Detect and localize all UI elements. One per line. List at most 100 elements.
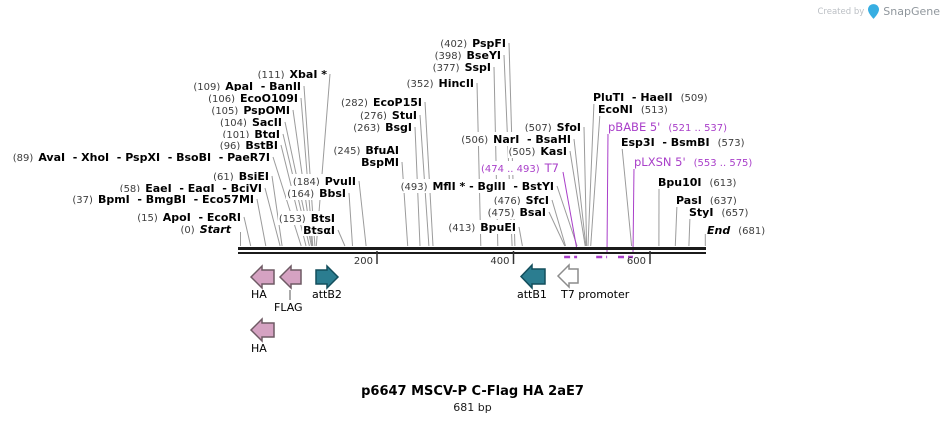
watermark: Created by SnapGene <box>817 4 940 19</box>
enzyme-label-bsgi[interactable]: (263)BsgI <box>352 120 413 134</box>
primer-label-plxsn-5[interactable]: pLXSN 5'(553 .. 575) <box>633 155 754 169</box>
feature-arrow-ha[interactable] <box>249 317 275 343</box>
leader-line-bspmi <box>401 161 409 247</box>
site-name: ApoI - EcoRI <box>162 211 241 224</box>
enzyme-label-econi[interactable]: EcoNI(513) <box>597 102 669 116</box>
site-position: (105) <box>211 106 239 117</box>
enzyme-label-apai-banii[interactable]: (109)ApaI - BanII <box>192 79 302 93</box>
marker-label-start[interactable]: (0)Start <box>179 222 232 236</box>
leader-line-t7 <box>562 171 578 251</box>
marker-label-end[interactable]: End(681) <box>706 223 767 237</box>
site-name: StuI <box>391 109 417 122</box>
feature-label-attb2[interactable]: attB2 <box>312 288 342 301</box>
enzyme-label-eaei-eagi-bcivi[interactable]: (58)EaeI - EagI - BciVI <box>118 181 263 195</box>
feature-arrow-attb1[interactable] <box>519 263 546 290</box>
enzyme-label-bsai[interactable]: (475)BsaI <box>486 205 547 219</box>
enzyme-label-pluti-haeii[interactable]: PluTI - HaeII(509) <box>592 90 709 104</box>
site-name: EcoNI <box>598 103 633 116</box>
feature-label-ha[interactable]: HA <box>251 342 267 355</box>
site-position: (15) <box>137 213 158 224</box>
site-name: SfcI <box>525 194 549 207</box>
enzyme-label-xbai[interactable]: (111)XbaI * <box>256 67 328 81</box>
plasmid-name: p6647 MSCV-P C-Flag HA 2aE7 <box>361 384 584 399</box>
site-name: BsaI <box>519 206 546 219</box>
feature-arrow-ha[interactable] <box>249 264 275 290</box>
site-name: XbaI * <box>289 68 327 81</box>
leader-line-bts-i <box>337 229 346 247</box>
site-position: (263) <box>353 123 381 134</box>
feature-label-flag[interactable]: FLAG <box>274 301 303 314</box>
primer-label-t7[interactable]: (474 .. 493)T7 <box>479 161 560 175</box>
site-name: pLXSN 5' <box>634 155 686 169</box>
site-position: (101) <box>222 130 250 141</box>
leader-line-styi <box>688 215 691 247</box>
feature-label-ha[interactable]: HA <box>251 288 267 301</box>
site-position: (506) <box>461 135 489 146</box>
enzyme-label-bts-i[interactable]: BtsαI <box>302 223 336 236</box>
site-name: pBABE 5' <box>608 120 661 134</box>
plasmid-title-block: p6647 MSCV-P C-Flag HA 2aE7 681 bp <box>0 384 945 414</box>
enzyme-label-kasi[interactable]: (505)KasI <box>507 144 568 158</box>
primer-label-pbabe-5[interactable]: pBABE 5'(521 .. 537) <box>607 120 729 134</box>
enzyme-label-pvuii[interactable]: (184)PvuII <box>291 174 357 188</box>
site-position: (245) <box>333 146 361 157</box>
enzyme-label-bpu10i[interactable]: Bpu10I(613) <box>657 175 738 189</box>
enzyme-label-btgi[interactable]: (101)BtgI <box>221 127 281 141</box>
enzyme-label-avai-xhoi-pspxi-bsobi-paer7i[interactable]: (89)AvaI - XhoI - PspXI - BsoBI - PaeR7I <box>11 150 271 164</box>
plasmid-backbone-top <box>238 247 706 250</box>
enzyme-label-hincii[interactable]: (352)HincII <box>405 76 475 90</box>
enzyme-label-mfli-bglii-bstyi[interactable]: (493)MflI * - BglII - BstYI <box>399 179 555 193</box>
site-name: BseYI <box>466 49 501 62</box>
feature-arrow-attb2[interactable] <box>315 264 340 290</box>
watermark-created-by: Created by <box>817 6 865 17</box>
leader-line-eaei-eagi-bcivi <box>264 187 281 247</box>
leader-line-hincii <box>476 82 482 247</box>
enzyme-label-bpuei[interactable]: (413)BpuEI <box>447 220 517 234</box>
feature-arrow-t7-promoter[interactable] <box>556 263 579 289</box>
ruler-tick-label: 200 <box>354 256 373 267</box>
enzyme-label-bsiei[interactable]: (61)BsiEI <box>212 169 270 183</box>
plasmid-length: 681 bp <box>453 401 492 414</box>
enzyme-label-ecoo109i[interactable]: (106)EcoO109I <box>207 91 299 105</box>
enzyme-label-ecop15i[interactable]: (282)EcoP15I <box>340 95 423 109</box>
site-name: BspMI <box>361 156 399 169</box>
feature-arrow-flag[interactable] <box>278 264 302 290</box>
enzyme-label-stui[interactable]: (276)StuI <box>359 108 418 122</box>
site-name: BpmI - BmgBI - Eco57MI <box>97 193 254 206</box>
enzyme-label-bseyi[interactable]: (398)BseYI <box>433 48 502 62</box>
ruler-tick-label: 400 <box>490 256 509 267</box>
feature-label-attb1[interactable]: attB1 <box>517 288 547 301</box>
enzyme-label-bpmi-bmgbi-eco57mi[interactable]: (37)BpmI - BmgBI - Eco57MI <box>71 192 255 206</box>
enzyme-label-pspfi[interactable]: (402)PspFI <box>439 36 507 50</box>
enzyme-label-nari-bsahi[interactable]: (506)NarI - BsaHI <box>460 132 572 146</box>
enzyme-label-pasi[interactable]: PasI(637) <box>675 193 738 207</box>
enzyme-label-bbsi[interactable]: (164)BbsI <box>286 186 347 200</box>
enzyme-label-styi[interactable]: StyI(657) <box>688 205 750 219</box>
leader-line-esp3i-bsmbi <box>621 146 633 247</box>
enzyme-label-btsi[interactable]: (153)BtsI <box>277 211 336 225</box>
enzyme-label-sfoi[interactable]: (507)SfoI <box>523 120 582 134</box>
leader-line-bsiei <box>271 175 283 247</box>
site-position: (106) <box>208 94 235 105</box>
enzyme-label-pspomi[interactable]: (105)PspOMI <box>210 103 291 117</box>
enzyme-label-esp3i-bsmbi[interactable]: Esp3I - BsmBI(573) <box>620 135 746 149</box>
enzyme-label-bstbi[interactable]: (96)BstBI <box>218 138 279 152</box>
site-name: BtsαI <box>303 224 335 237</box>
site-position: (507) <box>524 123 552 134</box>
site-name: KasI <box>540 145 567 158</box>
site-position: (657) <box>721 208 749 219</box>
site-name: EaeI - EagI - BciVI <box>145 182 262 195</box>
ruler-tick-label: 600 <box>627 256 646 267</box>
leader-line-sfci <box>551 199 566 247</box>
site-position: (153) <box>278 214 306 225</box>
enzyme-label-sacii[interactable]: (104)SacII <box>219 115 283 129</box>
site-name: PluTI - HaeII <box>593 91 673 104</box>
leader-line-bbsi <box>348 192 353 247</box>
enzyme-label-bspmi[interactable]: BspMI <box>360 155 400 168</box>
enzyme-label-sfci[interactable]: (476)SfcI <box>492 193 550 207</box>
site-position: (681) <box>738 226 766 237</box>
enzyme-label-sspi[interactable]: (377)SspI <box>431 60 492 74</box>
enzyme-label-bfuai[interactable]: (245)BfuAI <box>332 143 400 157</box>
feature-label-t7-promoter[interactable]: T7 promoter <box>561 288 630 301</box>
enzyme-label-apoi-ecori[interactable]: (15) ApoI - EcoRI <box>136 210 242 224</box>
